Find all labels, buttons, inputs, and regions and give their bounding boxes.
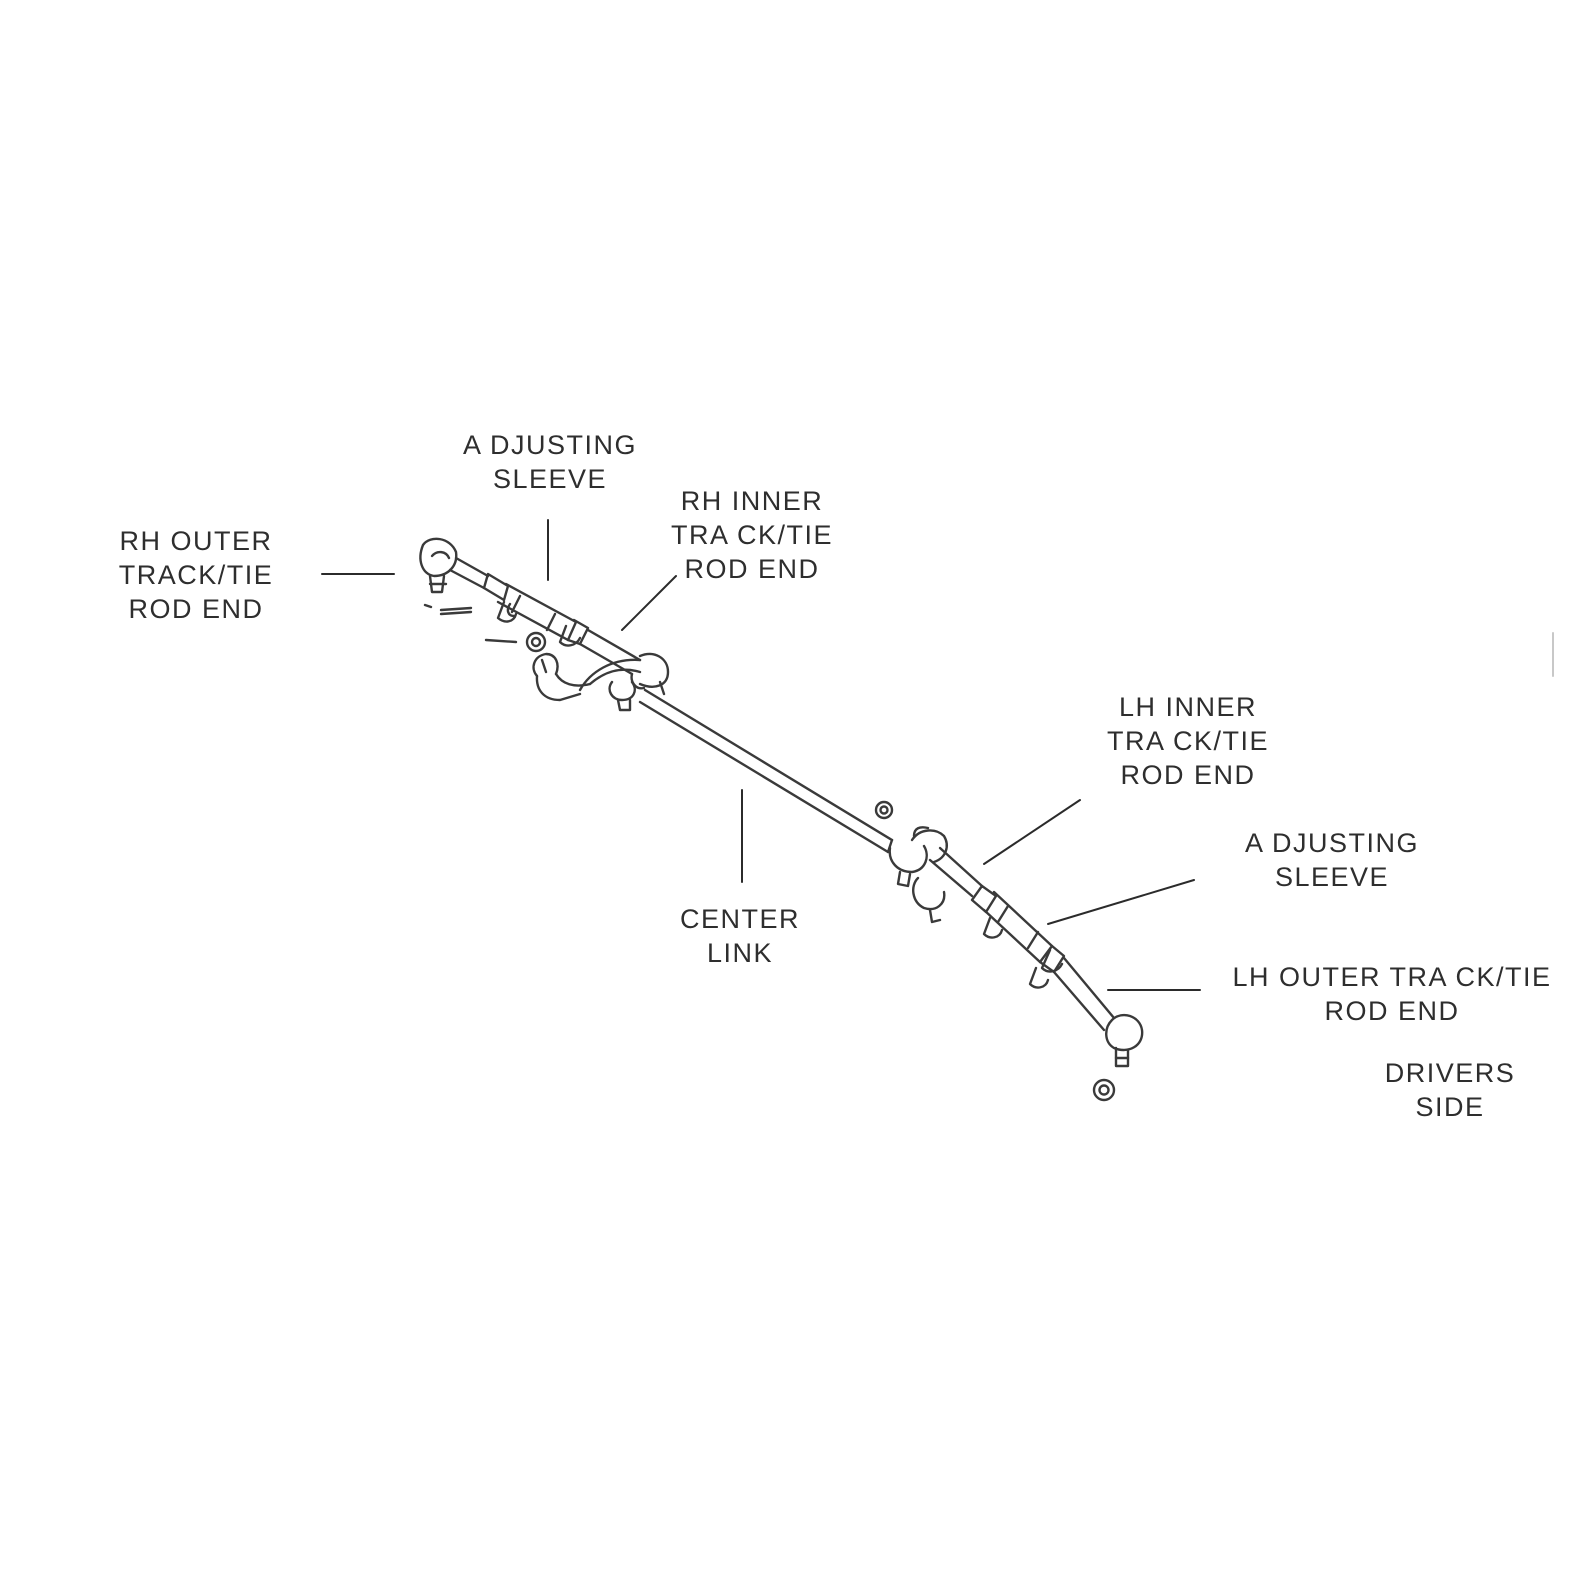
rh-outer-tie-rod-end <box>419 537 490 594</box>
label-line: LH OUTER TRA CK/TIE <box>1232 962 1552 992</box>
lh-outer-tie-rod-end <box>1052 956 1144 1102</box>
label-line: A DJUSTING <box>462 430 638 460</box>
label-line: LINK <box>706 938 774 968</box>
label-line: SLEEVE <box>492 464 608 494</box>
label-line: RH OUTER <box>119 526 273 556</box>
lh-inner-tie-rod-end <box>874 800 984 924</box>
label-line: TRACK/TIE <box>118 560 274 590</box>
center-link <box>638 688 894 854</box>
label-line: ROD END <box>1120 760 1256 790</box>
lh-adjusting-sleeve <box>970 884 1066 989</box>
label-line: ROD END <box>128 594 264 624</box>
label-lh-outer-tie-rod-end: LH OUTER TRA CK/TIE ROD END <box>1232 960 1552 1028</box>
label-line: RH INNER <box>680 486 824 516</box>
label-line: TRA CK/TIE <box>1106 726 1270 756</box>
leader-lh-inner <box>983 799 1081 865</box>
label-line: DRIVERS <box>1384 1058 1516 1088</box>
label-drivers-side: DRIVERS SIDE <box>1380 1056 1520 1124</box>
label-line: CENTER <box>679 904 800 934</box>
label-line: SLEEVE <box>1274 862 1390 892</box>
leader-rh-inner <box>621 575 677 631</box>
label-line: TRA CK/TIE <box>670 520 834 550</box>
rh-inner-tie-rod-end <box>578 628 670 696</box>
rh-adjusting-sleeve <box>482 572 590 647</box>
label-line: LH INNER <box>1118 692 1258 722</box>
label-line: A DJUSTING <box>1244 828 1420 858</box>
label-rh-outer-tie-rod-end: RH OUTER TRACK/TIE ROD END <box>108 524 284 626</box>
label-rh-inner-tie-rod-end: RH INNER TRA CK/TIE ROD END <box>664 484 840 586</box>
rh-idler-connection <box>423 603 642 712</box>
label-center-link: CENTER LINK <box>670 902 810 970</box>
label-adjusting-sleeve-lh: A DJUSTING SLEEVE <box>1242 826 1422 894</box>
label-lh-inner-tie-rod-end: LH INNER TRA CK/TIE ROD END <box>1100 690 1276 792</box>
leader-adjusting-sleeve-lh <box>1047 879 1195 925</box>
label-line: ROD END <box>684 554 820 584</box>
label-line: ROD END <box>1324 996 1460 1026</box>
label-adjusting-sleeve-rh: A DJUSTING SLEEVE <box>460 428 640 496</box>
label-line: SIDE <box>1415 1092 1485 1122</box>
leader-lines <box>321 519 1201 991</box>
